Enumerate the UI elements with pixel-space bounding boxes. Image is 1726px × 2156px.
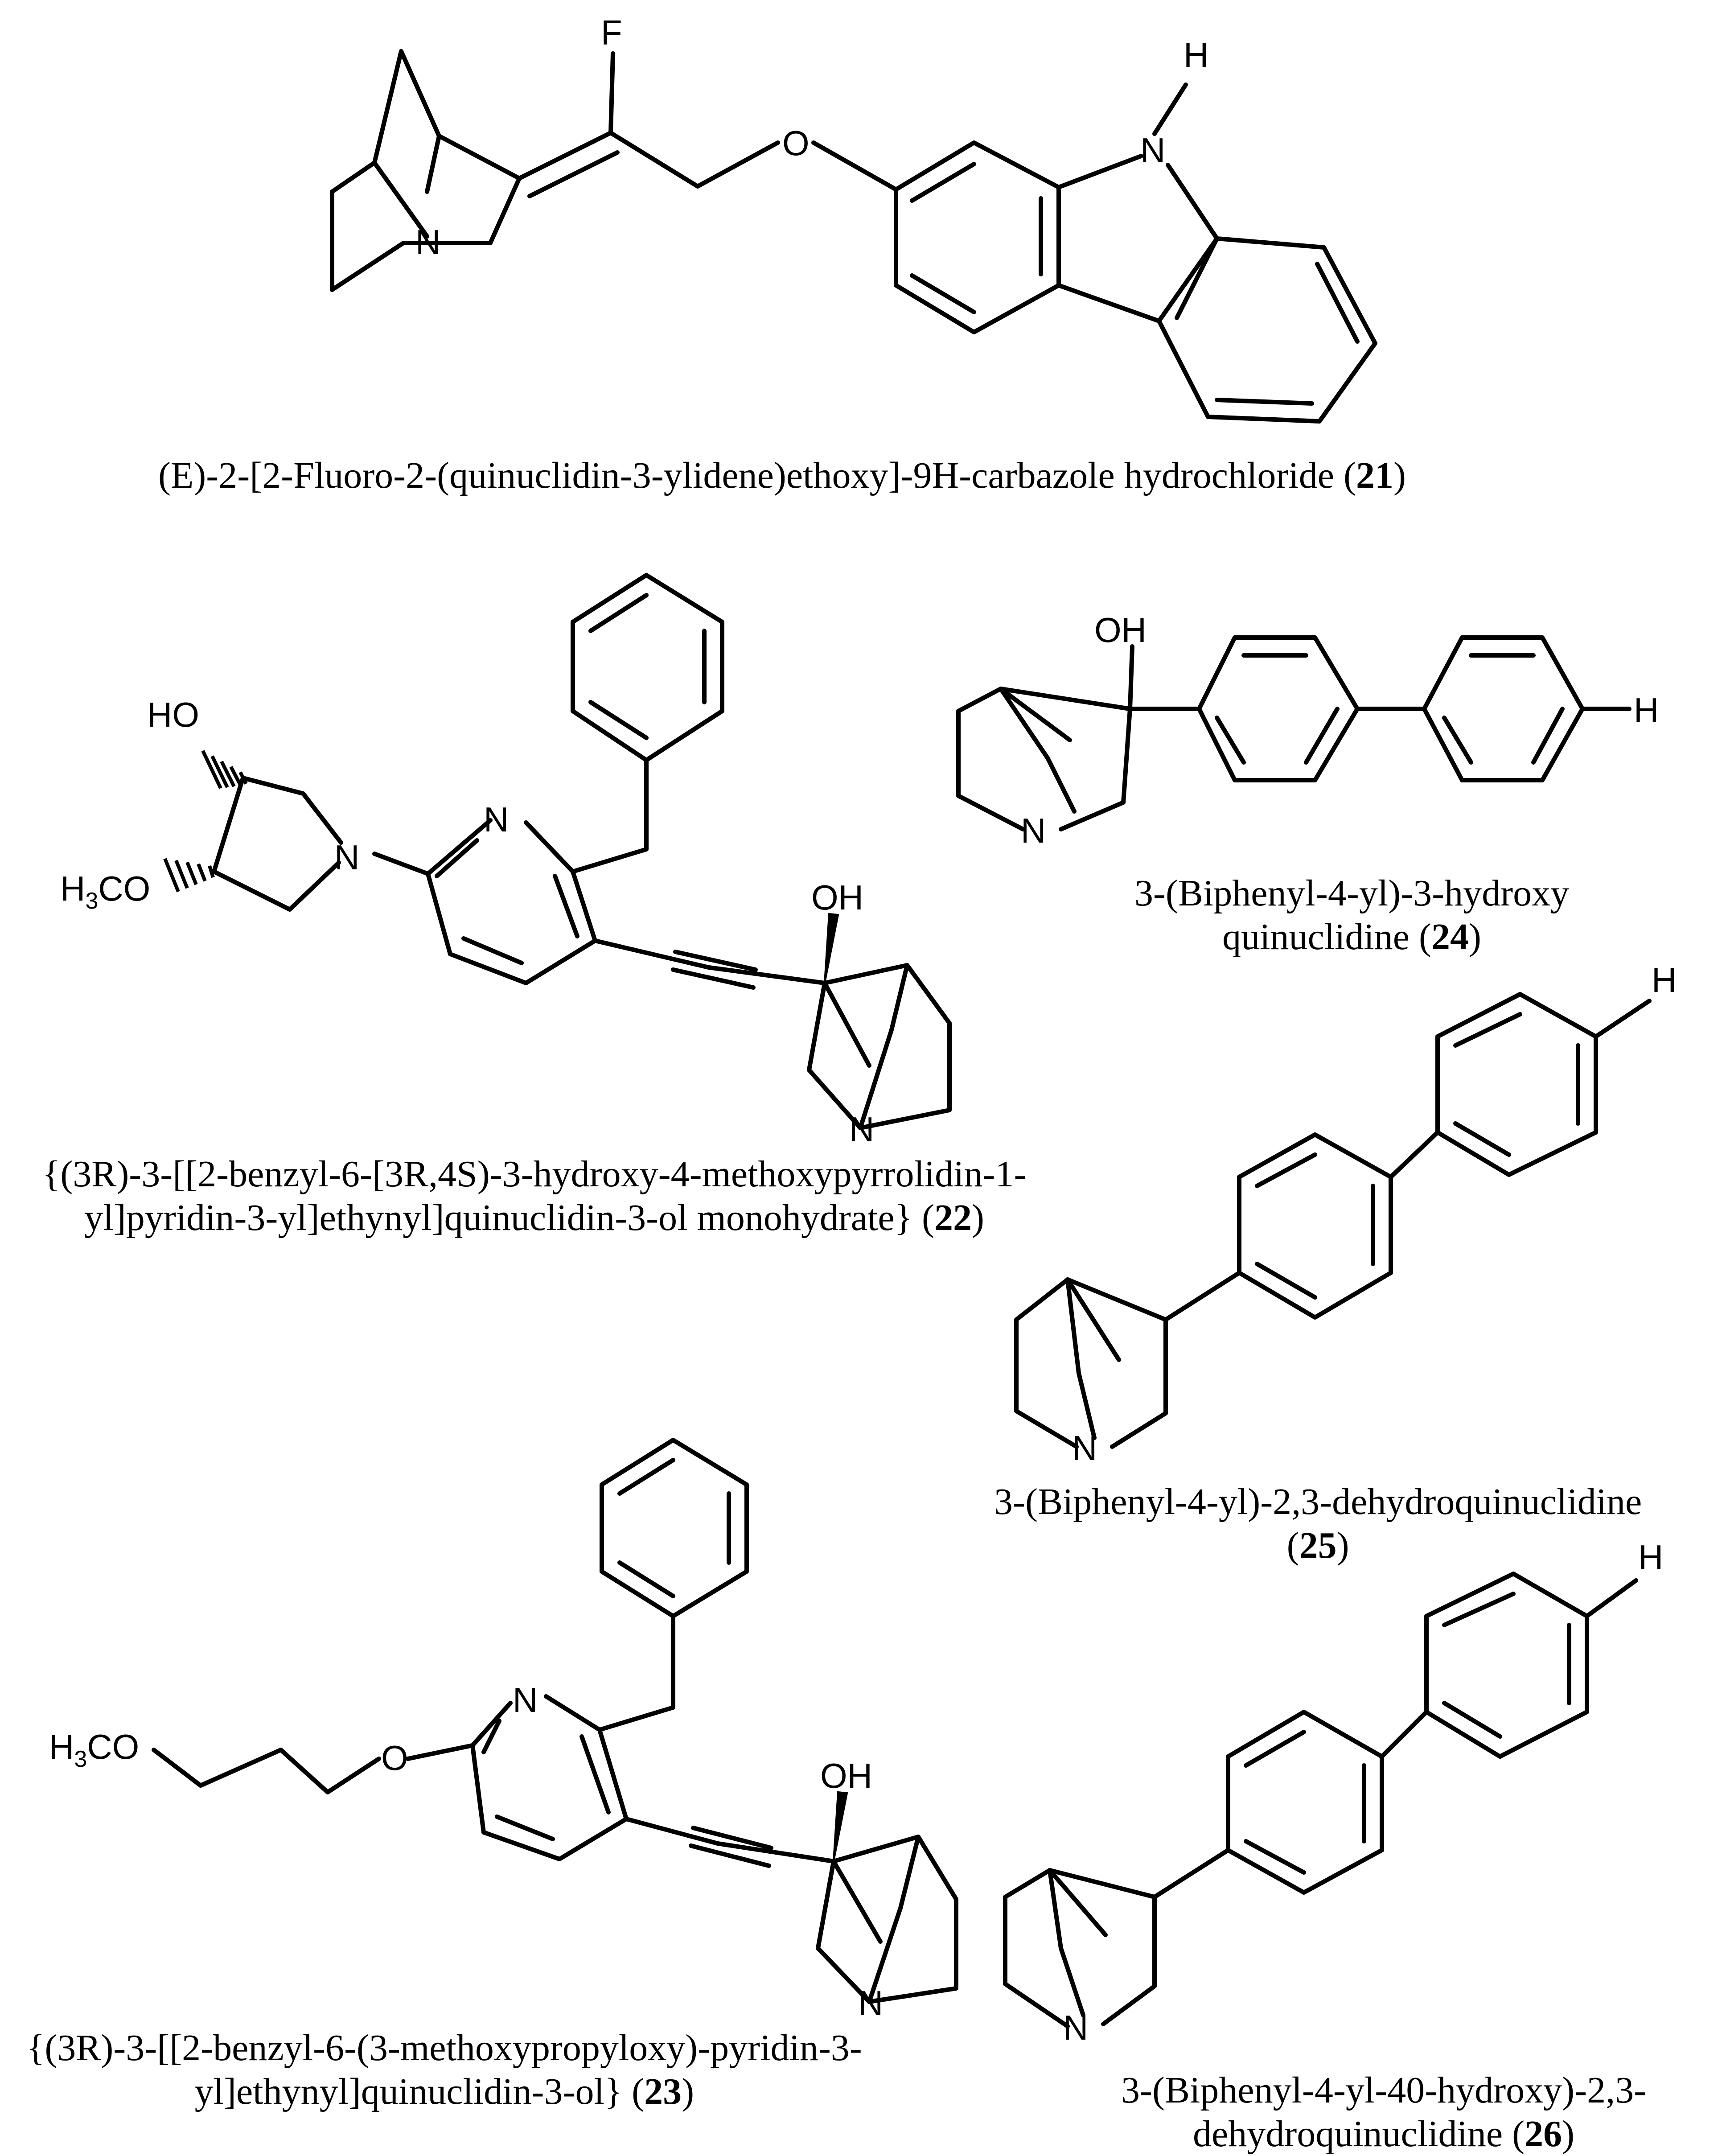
- atom-label-carbazole-nitrogen: N: [1140, 131, 1165, 170]
- atom-label-hydrogen: H: [1638, 1538, 1663, 1577]
- structure-21: F O N N H: [330, 13, 1377, 424]
- caption-21: (E)-2-[2-Fluoro-2-(quinuclidin-3-ylidene…: [158, 455, 1406, 496]
- caption-22-line1: {(3R)-3-[[2-benzyl-6-[3R,4S)-3-hydroxy-4…: [42, 1153, 1027, 1195]
- structure-23: H3CO O N OH N: [49, 1438, 958, 2023]
- atom-label-nitrogen: N: [1072, 1428, 1097, 1468]
- caption-22-number: 22: [934, 1197, 972, 1238]
- atom-label-hydrogen: H: [1652, 960, 1677, 1000]
- atom-label-nitrogen: N: [415, 222, 440, 262]
- atom-label-quinuclidine-hydroxyl: OH: [811, 878, 863, 917]
- caption-24: 3-(Biphenyl-4-yl)-3-hydroxy quinuclidine…: [1134, 872, 1569, 959]
- caption-26-number: 26: [1525, 2113, 1562, 2155]
- structure-24: OH N H: [956, 610, 1659, 850]
- caption-23-line2: yl]ethynyl]quinuclidin-3-ol} (23): [194, 2071, 695, 2112]
- caption-24-line2: quinuclidine (24): [1222, 916, 1481, 958]
- atom-label-nitrogen: N: [1063, 2008, 1088, 2047]
- caption-25-number: 25: [1299, 1525, 1337, 1566]
- caption-23: {(3R)-3-[[2-benzyl-6-(3-methoxypropyloxy…: [27, 2026, 862, 2114]
- caption-26-line1: 3-(Biphenyl-4-yl-40-hydroxy)-2,3-: [1121, 2070, 1647, 2111]
- caption-22: {(3R)-3-[[2-benzyl-6-[3R,4S)-3-hydroxy-4…: [42, 1152, 1026, 1240]
- atom-label-methoxy: H3CO: [60, 869, 150, 914]
- caption-26-line2: dehydroquinuclidine (26): [1192, 2113, 1575, 2155]
- caption-22-line2: yl]pyridin-3-yl]ethynyl]quinuclidin-3-ol…: [84, 1197, 984, 1238]
- caption-23-line1: {(3R)-3-[[2-benzyl-6-(3-methoxypropyloxy…: [27, 2027, 862, 2069]
- atom-label-carbazole-hydrogen: H: [1184, 35, 1208, 74]
- caption-24-number: 24: [1431, 916, 1469, 958]
- atom-label-pyridine-nitrogen: N: [484, 800, 509, 839]
- atom-label-hydrogen: H: [1634, 691, 1659, 730]
- caption-25: 3-(Biphenyl-4-yl)-2,3-dehydroquinuclidin…: [994, 1480, 1642, 1568]
- caption-24-line1: 3-(Biphenyl-4-yl)-3-hydroxy: [1134, 872, 1570, 914]
- caption-21-name: (E)-2-[2-Fluoro-2-(quinuclidin-3-ylidene…: [158, 455, 1335, 496]
- atom-label-fluorine: F: [601, 13, 622, 52]
- atom-label-ether-oxygen: O: [381, 1738, 408, 1777]
- structure-22: HO H3CO N N OH N: [60, 573, 952, 1149]
- caption-26: 3-(Biphenyl-4-yl-40-hydroxy)-2,3- dehydr…: [1121, 2069, 1646, 2156]
- atom-label-ether-oxygen: O: [782, 123, 810, 163]
- atom-label-pyrrolidine-nitrogen: N: [334, 838, 359, 877]
- atom-label-nitrogen: N: [1021, 811, 1046, 850]
- structure-26: N H: [1003, 1538, 1663, 2047]
- atom-label-quinuclidine-nitrogen: N: [849, 1110, 874, 1149]
- atom-label-methoxy: H3CO: [49, 1727, 139, 1772]
- atom-label-pyridine-nitrogen: N: [513, 1680, 538, 1720]
- atom-label-hydroxyl: HO: [147, 695, 199, 734]
- caption-21-number: 21: [1356, 455, 1393, 496]
- structure-25: N H: [1014, 960, 1677, 1468]
- atom-label-quinuclidine-nitrogen: N: [858, 1983, 883, 2023]
- atom-label-hydroxyl: OH: [1094, 610, 1147, 650]
- atom-label-quinuclidine-hydroxyl: OH: [820, 1756, 872, 1795]
- caption-25-line2: (25): [1286, 1525, 1349, 1566]
- caption-23-number: 23: [644, 2071, 682, 2112]
- caption-25-line1: 3-(Biphenyl-4-yl)-2,3-dehydroquinuclidin…: [994, 1481, 1642, 1522]
